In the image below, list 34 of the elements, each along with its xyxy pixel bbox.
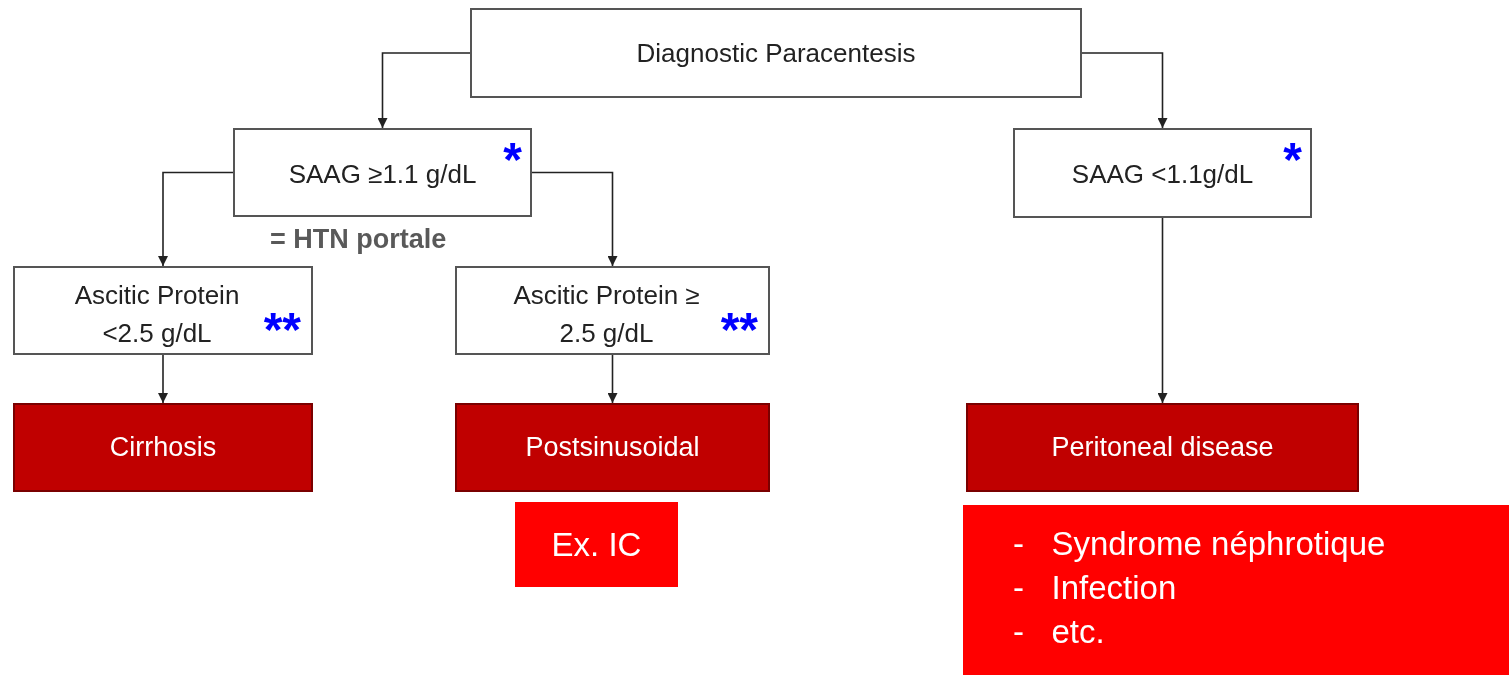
arrow bbox=[1081, 52, 1168, 129]
process-box bbox=[233, 128, 532, 217]
footnote-mark: * bbox=[1283, 136, 1302, 184]
process-box bbox=[1013, 128, 1312, 218]
arrow bbox=[607, 354, 618, 404]
node-text: Postsinusoidal bbox=[525, 432, 700, 463]
node-text: Peritoneal disease bbox=[1051, 432, 1274, 463]
process-box bbox=[470, 8, 1082, 98]
process-box bbox=[455, 266, 770, 355]
list-item: - Syndrome néphrotique bbox=[1013, 525, 1386, 563]
node-text: Diagnostic Paracentesis bbox=[635, 37, 917, 69]
node-text: Ascitic Protein ≥ 2.5 g/dL bbox=[512, 279, 701, 350]
node-text: Ascitic Protein <2.5 g/dL bbox=[73, 279, 241, 350]
node-text: SAAG <1.1g/dL bbox=[1070, 159, 1255, 190]
arrow bbox=[1157, 217, 1168, 404]
note-box bbox=[963, 505, 1509, 675]
outcome-box bbox=[13, 403, 313, 492]
arrow bbox=[158, 171, 234, 267]
list-item: - etc. bbox=[1013, 613, 1105, 651]
footnote-mark: * bbox=[503, 136, 522, 184]
node-text: Ex. IC bbox=[550, 525, 643, 564]
node-text: Cirrhosis bbox=[109, 432, 217, 463]
annotation-text: = HTN portale bbox=[270, 224, 447, 255]
arrow bbox=[377, 52, 471, 129]
footnote-mark: ** bbox=[720, 306, 758, 354]
node-text: SAAG ≥1.1 g/dL bbox=[287, 159, 478, 190]
process-box bbox=[13, 266, 313, 355]
list-item: - Infection bbox=[1013, 569, 1177, 607]
arrow bbox=[531, 171, 618, 267]
outcome-box bbox=[455, 403, 770, 492]
arrow bbox=[158, 354, 168, 404]
outcome-box bbox=[966, 403, 1359, 492]
footnote-mark: ** bbox=[263, 306, 301, 354]
note-box bbox=[515, 502, 678, 587]
